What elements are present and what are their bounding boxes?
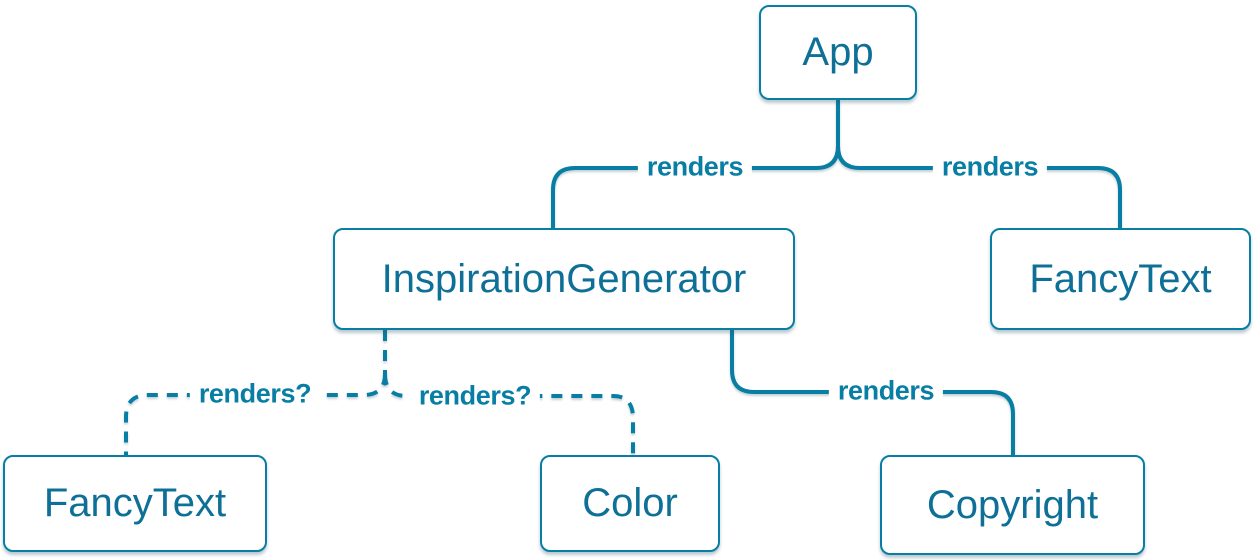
node-color-label: Color	[582, 481, 678, 525]
node-fancytext-bottom-label: FancyText	[43, 481, 227, 525]
node-fancytext-top: FancyText	[990, 228, 1251, 330]
edge-label-renders-left: renders	[637, 149, 753, 185]
edge-label-renders-conditional-right: renders?	[409, 378, 541, 414]
node-app: App	[759, 5, 917, 100]
edge-label-renders-conditional-left: renders?	[189, 376, 321, 412]
node-fancytext-top-label: FancyText	[1029, 256, 1212, 301]
edge-label-renders-right: renders	[932, 149, 1048, 185]
node-copyright-label: Copyright	[926, 482, 1099, 527]
node-color: Color	[540, 455, 720, 552]
node-inspiration-generator: InspirationGenerator	[333, 228, 795, 330]
node-fancytext-bottom: FancyText	[3, 455, 267, 552]
node-copyright: Copyright	[880, 455, 1145, 555]
node-inspiration-generator-label: InspirationGenerator	[381, 256, 747, 301]
edge-label-renders-copyright: renders	[828, 373, 944, 409]
edge-inspirationgenerator-color-conditional	[383, 373, 635, 455]
edge-inspirationgenerator-fancytext-conditional	[124, 373, 387, 455]
node-app-label: App	[802, 30, 874, 74]
